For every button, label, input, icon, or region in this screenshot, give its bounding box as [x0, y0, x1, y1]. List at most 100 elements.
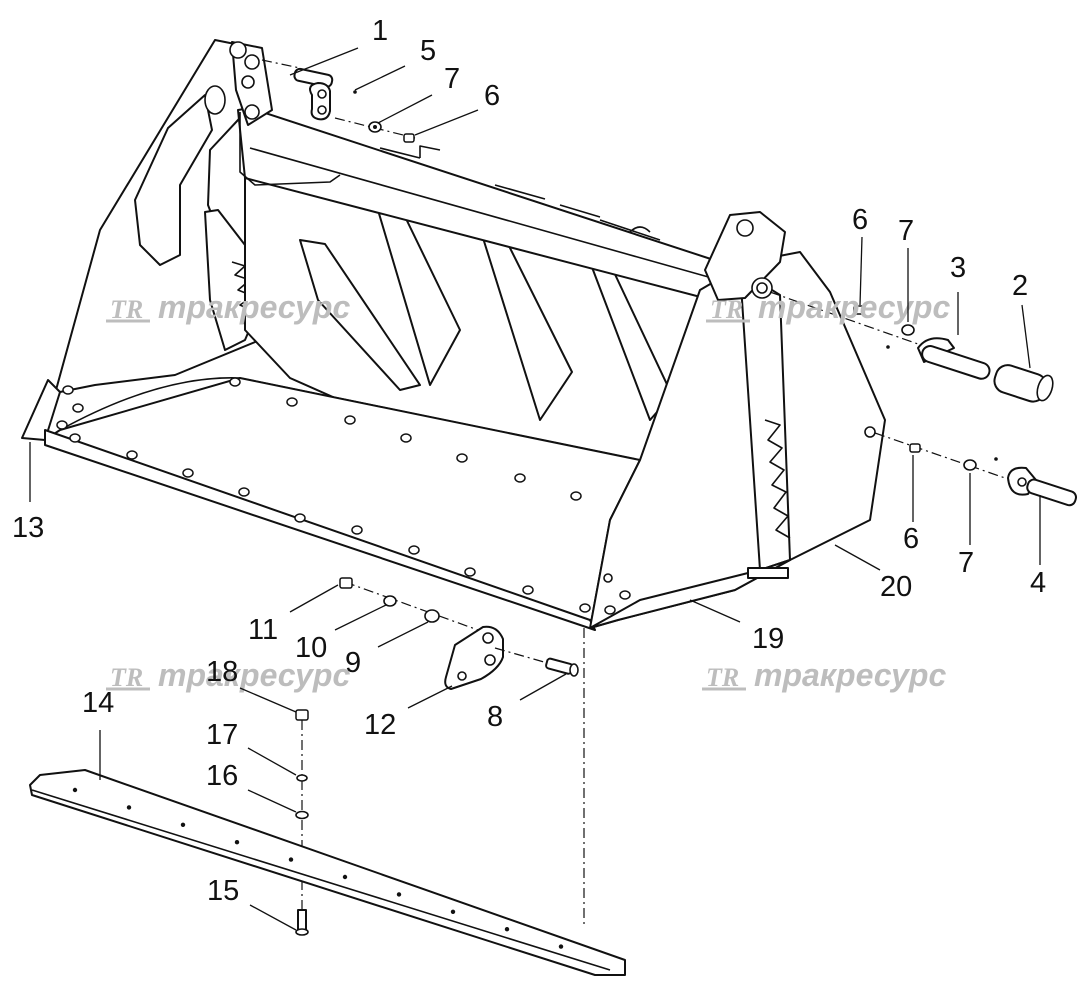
leader-line	[834, 544, 881, 571]
leader-line	[334, 604, 387, 631]
rib-1	[299, 239, 421, 391]
blade-hole	[504, 927, 510, 932]
watermark-logo: TR	[110, 663, 143, 692]
left-top-pin	[229, 41, 247, 59]
bucket-assembly	[21, 39, 886, 631]
edge-bolt	[604, 605, 616, 615]
callout-number: 17	[206, 719, 238, 751]
right-lower-pin-set	[874, 432, 1077, 507]
bolt-15	[295, 909, 309, 936]
watermark-text: тракресурс	[158, 657, 350, 693]
callout-number: 19	[752, 623, 784, 655]
side-hole	[864, 426, 876, 438]
edge-bolt	[464, 567, 476, 577]
washer-17	[296, 774, 308, 782]
bushing-2	[993, 364, 1054, 403]
side-cutting-edge-left	[21, 379, 61, 441]
lock-washer-10	[383, 595, 397, 607]
edge-bolt	[126, 450, 138, 460]
edge-bolt	[344, 415, 356, 425]
leader-line	[407, 685, 453, 709]
edge-bolt	[72, 403, 84, 413]
callout-number: 6	[903, 523, 919, 555]
blade-hole	[396, 892, 402, 897]
washer-9	[424, 609, 440, 623]
rail-handle	[239, 112, 341, 186]
leader-line	[689, 599, 741, 623]
leader-line	[377, 621, 429, 648]
leader-line	[1021, 304, 1031, 369]
edge-bolt	[400, 433, 412, 443]
right-upper-pin-set	[769, 291, 1054, 403]
edge-bolt	[62, 385, 74, 395]
left-pivot-boss	[204, 85, 226, 115]
washer-7-right-upper	[901, 324, 915, 336]
bolt-6-upper	[403, 133, 415, 143]
leader-lines	[29, 47, 1041, 931]
callout-number: 7	[898, 215, 914, 247]
edge-bolt	[238, 487, 250, 497]
edge-bolt	[522, 585, 534, 595]
right-pivot-hole-inner	[756, 282, 768, 294]
edge-bolt	[579, 603, 591, 613]
blade-holes	[72, 787, 564, 949]
watermark-logo: TR	[706, 663, 739, 692]
edge-bolt	[69, 433, 81, 443]
edge-bolt	[294, 513, 306, 523]
leader-line	[247, 789, 297, 813]
watermark-text: тракресурс	[158, 289, 350, 325]
edge-bolt	[182, 468, 194, 478]
edge-bolt	[408, 545, 420, 555]
callout-number: 9	[345, 647, 361, 679]
callout-number: 15	[207, 875, 239, 907]
bucket-bottom-front	[44, 429, 596, 631]
leader-line	[414, 109, 479, 136]
edge-bolt	[570, 491, 582, 501]
right-serration	[764, 419, 791, 539]
leader-line	[247, 747, 297, 776]
left-link-hole-3	[244, 104, 260, 120]
beam-fittings	[379, 145, 661, 241]
callout-number: 7	[444, 63, 460, 95]
lower-fastener-group	[339, 577, 579, 690]
nut-18	[295, 709, 309, 721]
callout-number: 1	[372, 15, 388, 47]
left-lever-arm	[134, 94, 213, 266]
callout-number: 6	[484, 80, 500, 112]
callout-number: 4	[1030, 567, 1046, 599]
blade-hole	[72, 787, 78, 793]
bolt-6-right-lower	[909, 443, 921, 453]
blade-bolt-stack	[295, 709, 309, 936]
leader-line	[249, 904, 297, 931]
nut-11	[339, 577, 353, 589]
callout-number: 14	[82, 687, 114, 719]
edge-bolt	[456, 453, 468, 463]
callout-number: 5	[420, 35, 436, 67]
watermark: TR тракресурс	[106, 657, 350, 693]
callout-number: 7	[958, 547, 974, 579]
bolt-8	[545, 657, 579, 677]
washer-7-upper	[334, 117, 416, 139]
callout-number: 10	[295, 632, 327, 664]
leader-line	[239, 687, 297, 713]
blade-hole	[288, 857, 294, 862]
callout-number: 12	[364, 709, 396, 741]
watermark-text: тракресурс	[758, 289, 950, 325]
bracket-12	[444, 625, 504, 690]
right-lower-plate	[589, 559, 791, 629]
cutting-blade-14	[29, 769, 626, 976]
leader-line	[354, 65, 406, 91]
callout-number: 6	[852, 204, 868, 236]
pin-4	[1007, 466, 1077, 507]
leader-line	[289, 47, 359, 76]
blade-hole	[450, 909, 456, 914]
leader-line	[859, 236, 863, 306]
beam-edge	[249, 147, 713, 279]
pin-3	[917, 337, 991, 380]
edge-bolt	[619, 590, 631, 600]
